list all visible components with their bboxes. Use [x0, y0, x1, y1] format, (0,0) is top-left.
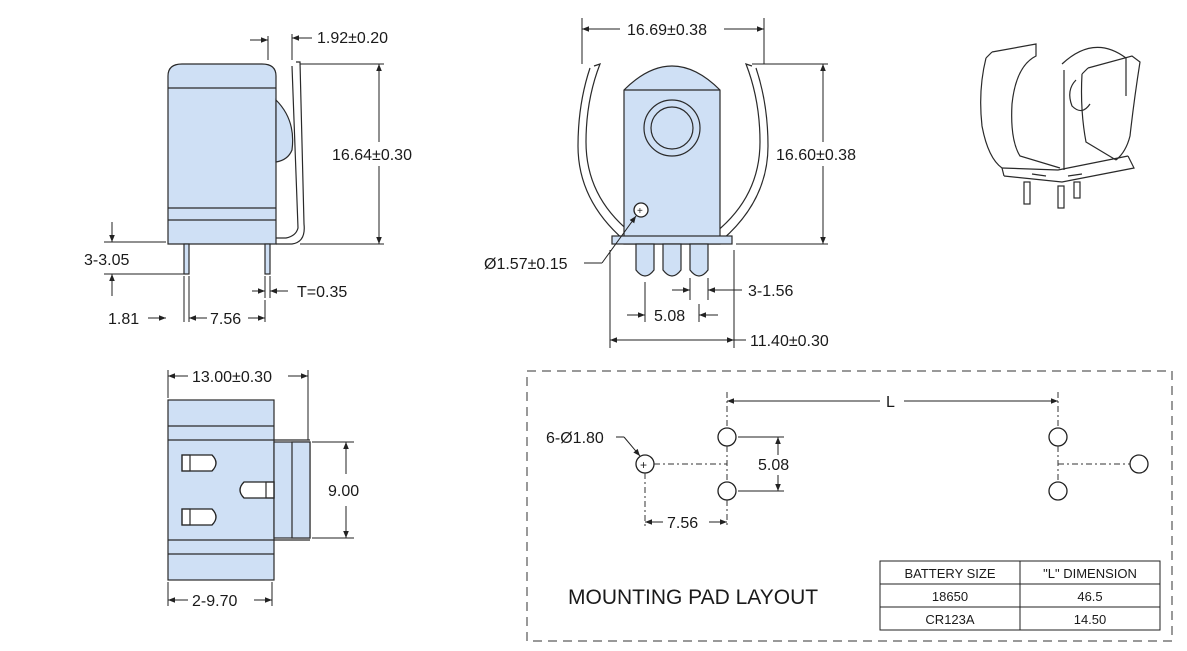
side-lead-thickness: 1.92±0.20 [317, 30, 388, 47]
side-thickness: T=0.35 [297, 284, 347, 301]
pad [1048, 481, 1068, 501]
battery-table: BATTERY SIZE "L" DIMENSION 18650 46.5 CR… [879, 560, 1161, 631]
front-pin-pitch: 5.08 [654, 308, 685, 325]
pad-l-label: L [886, 394, 895, 411]
table-cell: CR123A [925, 612, 974, 627]
front-width: 16.69±0.38 [627, 22, 707, 39]
side-view: 1.92±0.20 16.64±0.30 3-3.05 T=0.35 1.81 … [84, 30, 412, 328]
table-header-l: "L" DIMENSION [1043, 566, 1137, 581]
side-offset: 1.81 [108, 311, 139, 328]
front-hole-diameter: Ø1.57±0.15 [484, 256, 568, 273]
bottom-width: 13.00±0.30 [192, 369, 272, 386]
bottom-view: 13.00±0.30 9.00 2-9.70 [167, 369, 359, 610]
table-cell: 18650 [932, 589, 968, 604]
pad-horizontal-pitch: 7.56 [667, 515, 698, 532]
side-lead-length: 3-3.05 [84, 252, 129, 269]
side-pitch: 7.56 [210, 311, 241, 328]
pad [1129, 454, 1149, 474]
front-height: 16.60±0.38 [776, 147, 856, 164]
pad [717, 427, 737, 447]
front-view: + 16.69±0.38 16.60±0.38 Ø1.57±0.15 3-1.5… [484, 18, 856, 350]
table-cell: 46.5 [1077, 589, 1102, 604]
pad-layout-panel: + L 6-Ø1.80 5.08 7.56 MOUNTING PAD [526, 370, 1173, 642]
side-height: 16.64±0.30 [332, 147, 412, 164]
pad-hole-spec: 6-Ø1.80 [546, 430, 604, 447]
svg-text:+: + [640, 458, 647, 472]
front-base-width: 11.40±0.30 [750, 333, 829, 350]
pad-layout-title: MOUNTING PAD LAYOUT [568, 586, 818, 609]
isometric-view [980, 43, 1141, 209]
front-pin-width: 3-1.56 [748, 283, 793, 300]
pad [1048, 427, 1068, 447]
table-header-battery: BATTERY SIZE [904, 566, 995, 581]
pad-vertical-pitch: 5.08 [758, 457, 789, 474]
pad [717, 481, 737, 501]
bottom-slot-width: 2-9.70 [192, 593, 237, 610]
table-cell: 14.50 [1074, 612, 1107, 627]
bottom-height: 9.00 [328, 483, 359, 500]
svg-text:+: + [637, 206, 643, 217]
